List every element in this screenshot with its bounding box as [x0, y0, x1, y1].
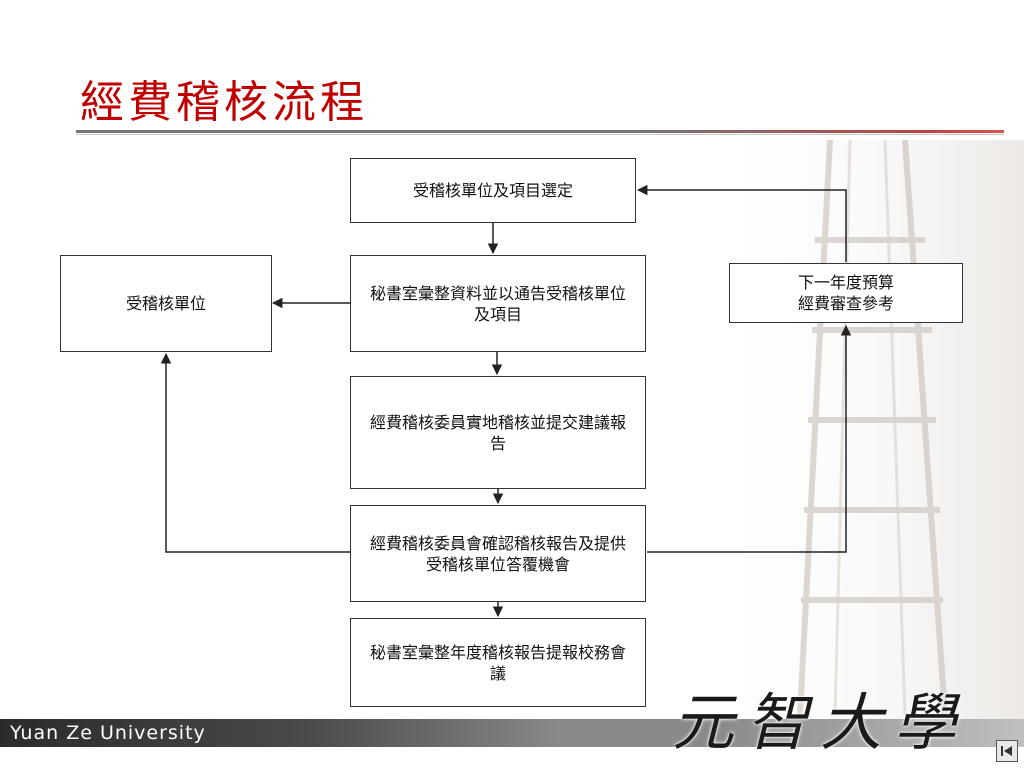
- box-audited-unit-label: 受稽核單位: [125, 294, 206, 313]
- box-audited-unit: 受稽核單位: [60, 255, 272, 352]
- box-selection: 受稽核單位及項目選定: [350, 158, 636, 223]
- university-logo-calligraphy: 元智大學: [672, 686, 969, 759]
- title-divider: [76, 130, 1004, 133]
- arrow-confirm-to-next-budget: [647, 324, 852, 553]
- box-onsite-audit-label: 經費稽核委員實地稽核並提交建議報告: [369, 412, 626, 453]
- footer-bar: [0, 719, 1024, 747]
- previous-slide-button[interactable]: [996, 740, 1018, 762]
- box-notify: 秘書室彙整資料並以通告受稽核單位及項目: [350, 255, 646, 352]
- title-divider-thin: [76, 134, 1004, 135]
- box-notify-label: 秘書室彙整資料並以通告受稽核單位及項目: [369, 283, 626, 324]
- box-onsite-audit: 經費稽核委員實地稽核並提交建議報告: [350, 376, 646, 489]
- box-selection-label: 受稽核單位及項目選定: [412, 181, 573, 200]
- box-final-report-label: 秘書室彙整年度稽核報告提報校務會議: [369, 642, 626, 683]
- previous-slide-icon: [1001, 746, 1012, 756]
- box-final-report: 秘書室彙整年度稽核報告提報校務會議: [350, 618, 646, 707]
- slide-title: 經費稽核流程: [80, 77, 368, 128]
- footer-university-name: Yuan Ze University: [10, 722, 206, 744]
- box-next-budget: 下一年度預算 經費審查參考: [729, 263, 963, 323]
- box-confirm-report-label: 經費稽核委員會確認稽核報告及提供受稽核單位答覆機會: [369, 533, 626, 574]
- box-confirm-report: 經費稽核委員會確認稽核報告及提供受稽核單位答覆機會: [350, 505, 646, 602]
- arrow-confirm-to-audited-unit: [160, 352, 350, 553]
- box-next-budget-label: 下一年度預算 經費審查參考: [797, 273, 894, 313]
- arrow-next-budget-to-selection: [636, 184, 847, 262]
